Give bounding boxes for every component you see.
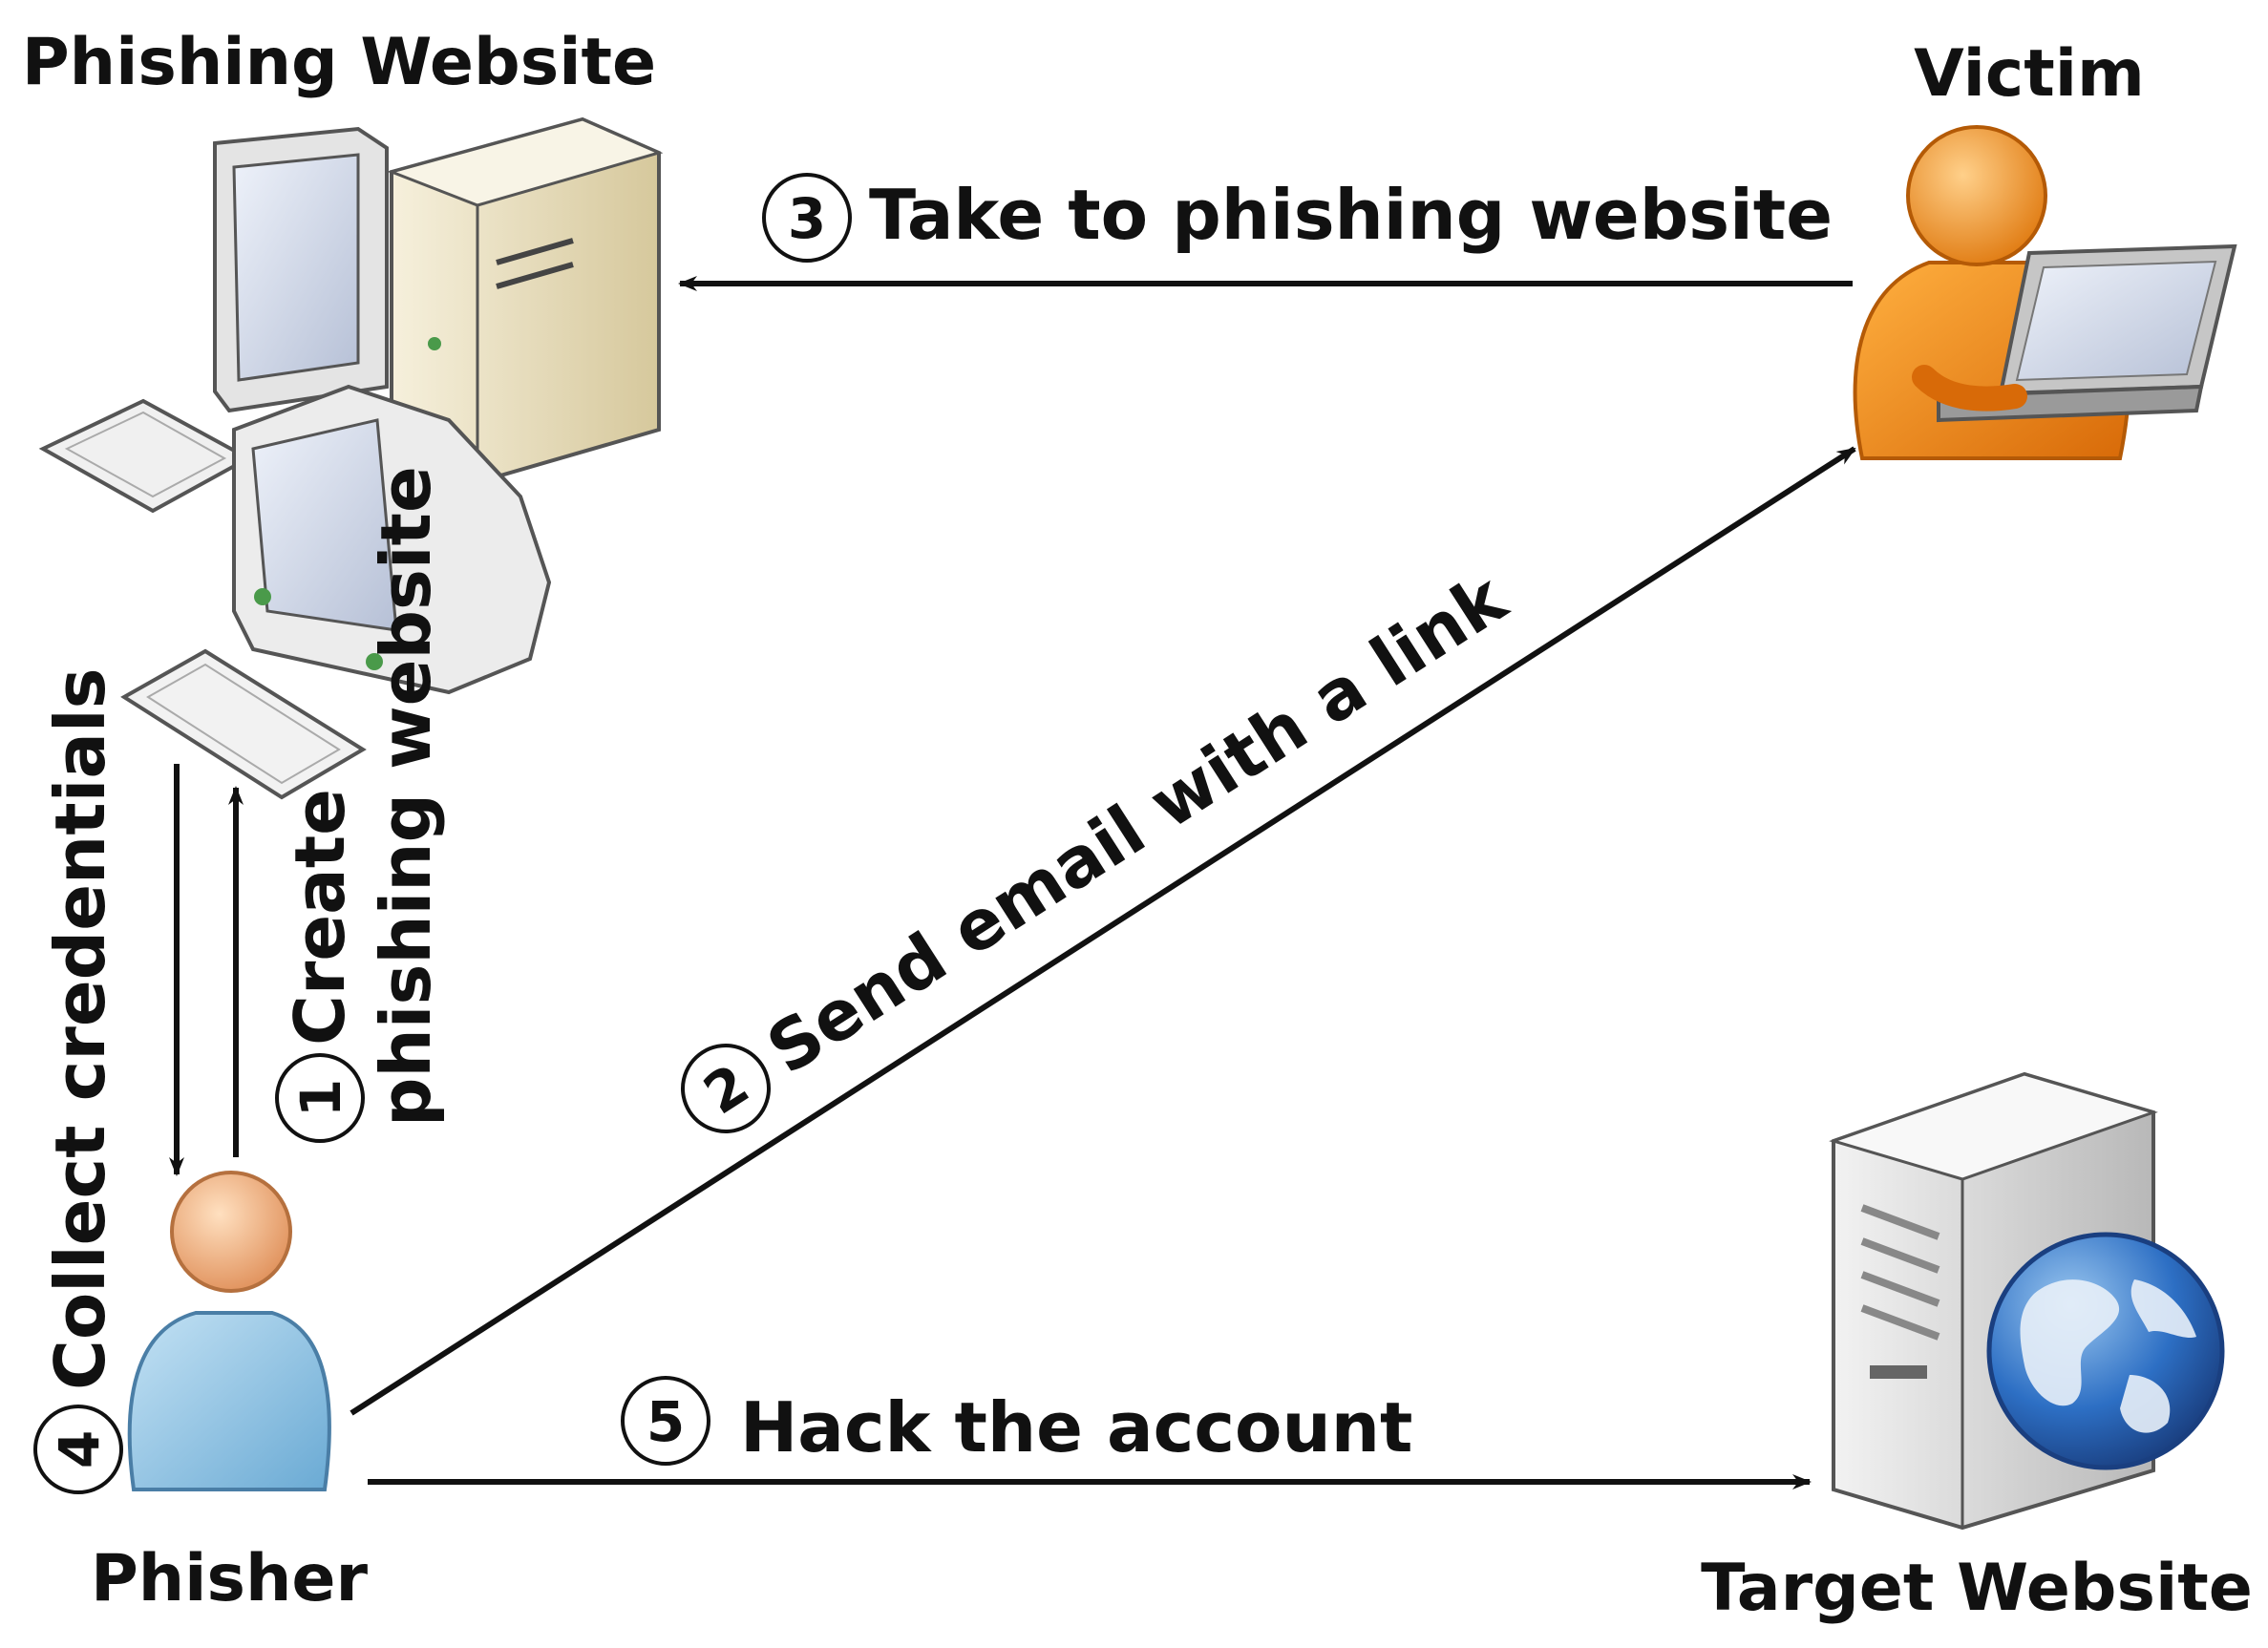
step-label: Collect credentials <box>40 667 120 1390</box>
step-label-line-2: phishing website <box>366 466 446 1127</box>
step-number-badge <box>681 1044 771 1133</box>
desktop-computers-icon <box>38 116 664 800</box>
step-number: 1 <box>288 1079 353 1117</box>
user-with-laptop-icon <box>1853 125 2237 460</box>
victim-label: Victim <box>1914 36 2145 112</box>
step-number-badge <box>33 1405 123 1494</box>
step-label: Take to phishing website <box>869 175 1833 255</box>
step-label-line-1: Create <box>280 789 360 1046</box>
phisher-label: Phisher <box>91 1541 369 1616</box>
step-number: 4 <box>47 1430 112 1468</box>
server-globe-icon <box>1829 1071 2225 1531</box>
step-number-badge <box>275 1053 365 1143</box>
arrow-send-email <box>350 446 1856 1416</box>
phishing-website-label: Phishing Website <box>22 25 656 100</box>
step-number-badge <box>762 173 852 263</box>
step-number-badge <box>621 1376 710 1466</box>
step-label: Send email with a link <box>753 557 1521 1089</box>
step-2: 2 Send email with a link <box>681 557 1521 1133</box>
step-1: 1 Create phishing website <box>275 466 446 1143</box>
step-number: 5 <box>646 1389 685 1454</box>
step-3: 3 Take to phishing website <box>762 173 1833 263</box>
target-website-label: Target Website <box>1701 1551 2253 1626</box>
step-number: 3 <box>788 186 826 251</box>
step-5: 5 Hack the account <box>621 1376 1412 1468</box>
step-4: 4 Collect credentials <box>33 667 123 1494</box>
user-icon <box>127 1171 331 1491</box>
step-label: Hack the account <box>740 1387 1412 1468</box>
